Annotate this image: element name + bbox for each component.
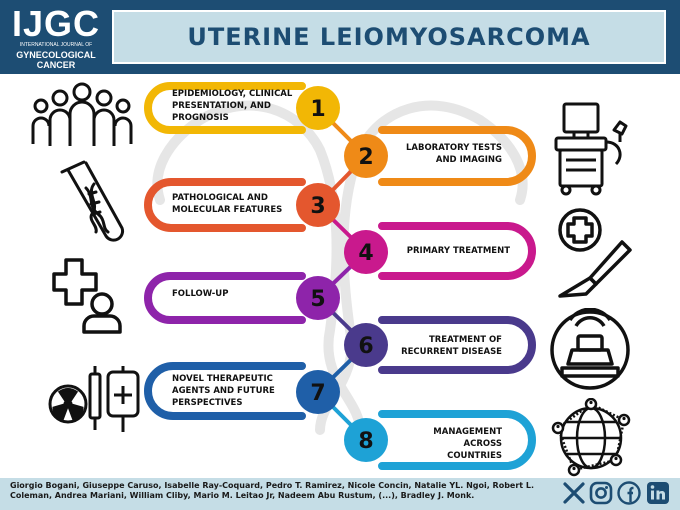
step-1-circle xyxy=(296,86,340,130)
x-icon[interactable] xyxy=(562,481,586,505)
step-2-circle xyxy=(344,134,388,178)
step-6-circle xyxy=(344,323,388,367)
journal-logo[interactable]: IJGC INTERNATIONAL JOURNAL OF GYNECOLOGI… xyxy=(6,4,106,72)
step-7-line-2: AGENTS AND FUTURE xyxy=(172,386,275,396)
instagram-icon[interactable] xyxy=(589,481,613,505)
step-8-ribbon xyxy=(378,410,536,470)
step-7-label: NOVEL THERAPEUTIC AGENTS AND FUTURE PERS… xyxy=(172,373,292,409)
step-5-circle xyxy=(296,276,340,320)
step-2-ribbon xyxy=(378,126,536,186)
step-1-number: 1 xyxy=(310,97,325,122)
step-2-line-2: AND IMAGING xyxy=(435,155,502,165)
scalpel-medical-icon xyxy=(558,208,632,298)
step-6-number: 6 xyxy=(358,334,373,359)
step-1-line-2: PRESENTATION, AND xyxy=(172,101,271,111)
step-7-ribbon xyxy=(144,362,306,420)
step-5-ribbon xyxy=(144,272,306,324)
step-7-line-1: NOVEL THERAPEUTIC xyxy=(172,374,273,384)
facebook-icon[interactable] xyxy=(617,481,641,505)
step-6-label: TREATMENT OF RECURRENT DISEASE xyxy=(390,334,502,358)
step-4-line-1: PRIMARY TREATMENT xyxy=(406,246,510,256)
step-4-label: PRIMARY TREATMENT xyxy=(390,245,510,257)
step-3-label: PATHOLOGICAL AND MOLECULAR FEATURES xyxy=(172,192,297,216)
step-1-line-1: EPIDEMIOLOGY, CLINICAL xyxy=(172,89,293,99)
step-8-line-2: ACROSS xyxy=(463,439,502,449)
radiology-scanner-icon xyxy=(550,308,630,390)
step-8-number: 8 xyxy=(358,429,373,454)
step-7-line-3: PERSPECTIVES xyxy=(172,398,243,408)
logo-title: IJGC xyxy=(11,3,101,44)
title-banner: UTERINE LEIOMYOSARCOMA xyxy=(112,10,666,64)
step-1-ribbon xyxy=(144,82,306,134)
step-3-line-2: MOLECULAR FEATURES xyxy=(172,205,283,215)
step-3-number: 3 xyxy=(310,194,325,219)
medical-cross-person-icon xyxy=(52,258,122,334)
logo-subtitle: INTERNATIONAL JOURNAL OF xyxy=(19,42,93,48)
step-5-number: 5 xyxy=(310,287,325,312)
step-3-line-1: PATHOLOGICAL AND xyxy=(172,193,268,203)
step-6-line-2: RECURRENT DISEASE xyxy=(401,347,502,357)
step-2-line-1: LABORATORY TESTS xyxy=(405,143,502,153)
step-2-number: 2 xyxy=(358,145,373,170)
step-6-ribbon xyxy=(378,316,536,374)
step-5-label: FOLLOW-UP xyxy=(172,288,282,300)
step-8-line-1: MANAGEMENT xyxy=(433,427,502,437)
logo-line1: GYNECOLOGICAL xyxy=(16,50,96,60)
step-8-label: MANAGEMENT ACROSS COUNTRIES xyxy=(400,426,502,462)
page-title: UTERINE LEIOMYOSARCOMA xyxy=(187,23,591,51)
step-1-label: EPIDEMIOLOGY, CLINICAL PRESENTATION, AND… xyxy=(172,88,307,124)
step-2-label: LABORATORY TESTS AND IMAGING xyxy=(390,142,502,166)
chemo-radiation-icon xyxy=(48,366,140,432)
step-4-ribbon xyxy=(378,222,536,280)
step-3-ribbon xyxy=(144,178,306,232)
step-5-line-1: FOLLOW-UP xyxy=(172,289,229,299)
global-network-icon xyxy=(551,398,631,477)
test-tube-dna-icon xyxy=(60,160,125,242)
step-1-line-3: PROGNOSIS xyxy=(172,113,229,123)
step-7-circle xyxy=(296,370,340,414)
people-group-icon xyxy=(31,82,133,146)
step-3-circle xyxy=(296,183,340,227)
step-6-line-1: TREATMENT OF xyxy=(428,335,502,345)
step-8-line-3: COUNTRIES xyxy=(447,451,502,461)
linkedin-icon[interactable] xyxy=(646,481,670,505)
ultrasound-machine-icon xyxy=(554,102,628,196)
step-7-number: 7 xyxy=(310,381,325,406)
logo-line2: CANCER xyxy=(36,60,76,70)
step-4-circle xyxy=(344,230,388,274)
step-4-number: 4 xyxy=(358,241,373,266)
step-8-circle xyxy=(344,418,388,462)
author-list: Giorgio Bogani, Giuseppe Caruso, Isabell… xyxy=(10,481,535,500)
footer-bar xyxy=(0,478,680,510)
